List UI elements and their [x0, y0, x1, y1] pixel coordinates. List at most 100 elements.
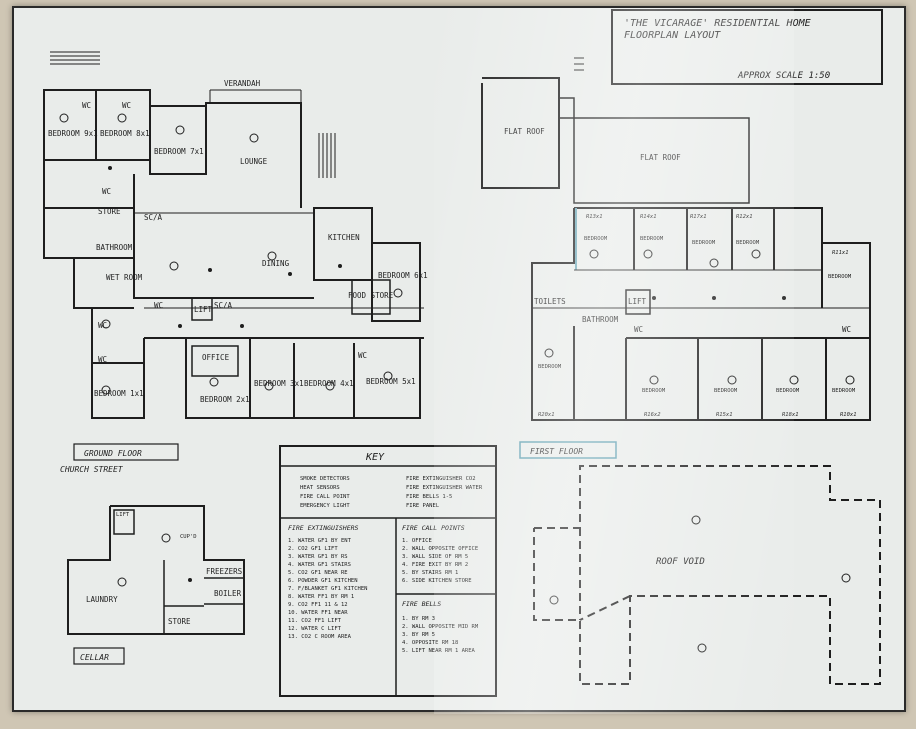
- cellar-plan: [67, 505, 245, 635]
- ground-floor-label: GROUND FLOOR: [84, 449, 142, 458]
- lift-label: LIFT: [628, 297, 647, 306]
- cupboard-label: CUP'D: [180, 534, 197, 540]
- key-item: HEAT SENSORS: [300, 485, 340, 491]
- bedroom-1-label: BEDROOM 1x1: [94, 389, 144, 398]
- call-point-row: 3. WALL SIDE OF RM 5: [402, 554, 468, 560]
- flat-roof-label: FLAT ROOF: [640, 153, 681, 162]
- title-line1: 'THE VICARAGE' RESIDENTIAL HOME: [624, 18, 811, 29]
- extinguisher-row: 8. WATER FF1 BY RM 1: [288, 594, 354, 600]
- verandah-label: VERANDAH: [224, 79, 261, 88]
- extinguisher-row: 3. WATER GF1 BY RS: [288, 554, 348, 560]
- room-code: R11x1: [832, 250, 849, 256]
- key-item: FIRE EXTINGUISHER WATER: [406, 485, 483, 491]
- toilets-label: TOILETS: [534, 297, 566, 306]
- bedroom-5-label: BEDROOM 5x1: [366, 377, 416, 386]
- floorplan-drawing: 'THE VICARAGE' RESIDENTIAL HOME FLOORPLA…: [43, 9, 883, 697]
- extinguisher-row: 5. CO2 GF1 NEAR RE: [288, 570, 348, 576]
- room-code: R17x1: [690, 214, 707, 220]
- emergency-light-symbols: [108, 166, 786, 582]
- extinguisher-row: 12. WATER C LIFT: [288, 626, 342, 632]
- extinguisher-row: 4. WATER GF1 STAIRS: [288, 562, 351, 568]
- call-point-row: 2. WALL OPPOSITE OFFICE: [402, 546, 478, 552]
- wc-label: WC: [358, 351, 367, 360]
- wc-label: WC: [634, 325, 643, 334]
- call-point-row: 1. OFFICE: [402, 538, 432, 544]
- key-table-frame: [279, 445, 497, 697]
- wc-label: WC: [122, 101, 131, 110]
- call-points-title: FIRE CALL POINTS: [402, 524, 465, 532]
- cellar-label: CELLAR: [80, 653, 109, 662]
- wc-label: WC: [98, 355, 107, 364]
- room-code: R14x1: [640, 214, 657, 220]
- extinguisher-row: 6. POWDER GF1 KITCHEN: [288, 578, 358, 584]
- extinguishers-title: FIRE EXTINGUISHERS: [288, 524, 359, 532]
- bathroom-label: BATHROOM: [96, 243, 133, 252]
- freezers-label: FREEZERS: [206, 567, 243, 576]
- dining-label: DINING: [262, 259, 290, 268]
- extinguisher-row: 11. CO2 FF1 LIFT: [288, 618, 342, 624]
- bedroom-label: BEDROOM: [584, 236, 608, 242]
- key-item: SMOKE DETECTORS: [300, 476, 350, 482]
- wet-room-label: WET ROOM: [106, 273, 143, 282]
- bedroom-label: BEDROOM: [692, 240, 716, 246]
- call-point-row: 4. FIRE EXIT BY RM 2: [402, 562, 468, 568]
- roof-void-plan: [533, 465, 881, 685]
- room-code: R12x1: [736, 214, 753, 220]
- wc-label: WC: [154, 301, 163, 310]
- store-label: STORE: [98, 207, 121, 216]
- bedroom-label: BEDROOM: [714, 388, 738, 394]
- bedroom-label: BEDROOM: [776, 388, 800, 394]
- title-line2: FLOORPLAN LAYOUT: [624, 30, 721, 41]
- bedroom-label: BEDROOM: [736, 240, 760, 246]
- extinguisher-row: 2. CO2 GF1 LIFT: [288, 546, 338, 552]
- wc-label: WC: [842, 325, 851, 334]
- key-item: FIRE CALL POINT: [300, 494, 350, 500]
- bedroom-label: BEDROOM: [538, 364, 562, 370]
- bedroom-label: BEDROOM: [640, 236, 664, 242]
- bedroom-2-label: BEDROOM 2x1: [200, 395, 250, 404]
- scia-label: SC/A: [214, 301, 233, 310]
- laundry-label: LAUNDRY: [86, 595, 118, 604]
- room-code: R16x2: [644, 412, 661, 418]
- store-label: STORE: [168, 617, 191, 626]
- room-code: R20x1: [538, 412, 555, 418]
- extinguisher-row: 10. WATER FF1 NEAR: [288, 610, 348, 616]
- floorplan-sheet: 'THE VICARAGE' RESIDENTIAL HOME FLOORPLA…: [12, 6, 906, 714]
- bell-row: 3. BY RM 5: [402, 632, 435, 638]
- bedroom-3-label: BEDROOM 3x1: [254, 379, 304, 388]
- wc-label: WC: [82, 101, 91, 110]
- cellar-label-box: [73, 647, 125, 665]
- bedroom-9-label: BEDROOM 9x1: [48, 129, 98, 138]
- scale-note: APPROX SCALE 1:50: [737, 71, 830, 81]
- title-block: [611, 9, 883, 85]
- bell-row: 2. WALL OPPOSITE MID RM: [402, 624, 479, 630]
- room-code: R10x1: [840, 412, 857, 418]
- food-store-label: FOOD STORE: [348, 291, 394, 300]
- key-item: FIRE EXTINGUISHER CO2: [406, 476, 476, 482]
- first-floor-label: FIRST FLOOR: [530, 447, 583, 456]
- extinguisher-row: 1. WATER GF1 BY ENT: [288, 538, 352, 544]
- key-item: FIRE BELLS 1-5: [406, 494, 452, 500]
- first-floor-plan: [481, 77, 871, 421]
- office-label: OFFICE: [202, 353, 230, 362]
- room-code: R15x1: [716, 412, 733, 418]
- bathroom-label: BATHROOM: [582, 315, 619, 324]
- extinguisher-row: 7. F/BLANKET GF1 KITCHEN: [288, 586, 367, 592]
- bell-row: 4. OPPOSITE RM 18: [402, 640, 458, 646]
- extinguisher-row: 13. CO2 C ROOM AREA: [288, 634, 352, 640]
- bedroom-7-label: BEDROOM 7x1: [154, 147, 204, 156]
- key-item: EMERGENCY LIGHT: [300, 503, 350, 509]
- smoke-detector-symbols: [59, 113, 855, 653]
- bedroom-6-label: BEDROOM 6x1: [378, 271, 428, 280]
- scia-label: SC/A: [144, 213, 163, 222]
- bedroom-4-label: BEDROOM 4x1: [304, 379, 354, 388]
- call-point-row: 5. BY STAIRS RM 1: [402, 570, 458, 576]
- church-street-label: CHURCH STREET: [60, 465, 124, 474]
- bells-title: FIRE BELLS: [402, 600, 441, 608]
- room-code: R13x1: [586, 214, 603, 220]
- bedroom-8-label: BEDROOM 8x1: [100, 129, 150, 138]
- bell-row: 1. BY RM 3: [402, 616, 435, 622]
- roof-void-label: ROOF VOID: [656, 557, 705, 567]
- bell-row: 5. LIFT NEAR RM 1 AREA: [402, 648, 476, 654]
- bedroom-label: BEDROOM: [832, 388, 856, 394]
